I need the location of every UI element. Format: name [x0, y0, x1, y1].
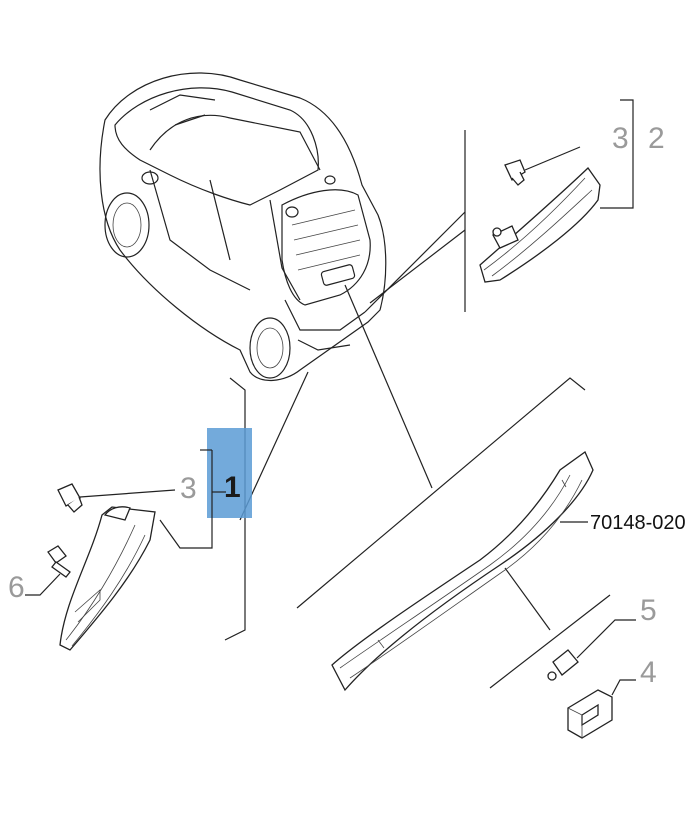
callout-small-bulb: 5: [640, 594, 657, 627]
third-brake-light-strip: [331, 451, 594, 692]
screw-icon: [47, 545, 71, 578]
selected-part-highlight[interactable]: [207, 428, 252, 518]
callout-top-lamp: 2: [648, 122, 665, 155]
car-leader-lines: [239, 211, 466, 521]
license-plate-lamp: [567, 689, 613, 739]
bulb-icon: [504, 159, 526, 186]
callout-strip: 70148-020: [590, 512, 686, 534]
side-marker-lamp-1: [59, 506, 156, 651]
callout-top-bulb: 3: [612, 122, 629, 155]
callout-screw: 6: [8, 571, 25, 604]
section-guide-lines: [224, 130, 611, 689]
car-illustration: [99, 72, 387, 381]
callout-left-bulb: 3: [180, 472, 197, 505]
callout-plate-lamp: 4: [640, 656, 657, 689]
side-marker-lamp-2: [479, 167, 601, 283]
bulb-icon: [57, 483, 83, 513]
callout-left-lamp: 1: [224, 471, 241, 504]
bulb-icon: [547, 649, 579, 681]
